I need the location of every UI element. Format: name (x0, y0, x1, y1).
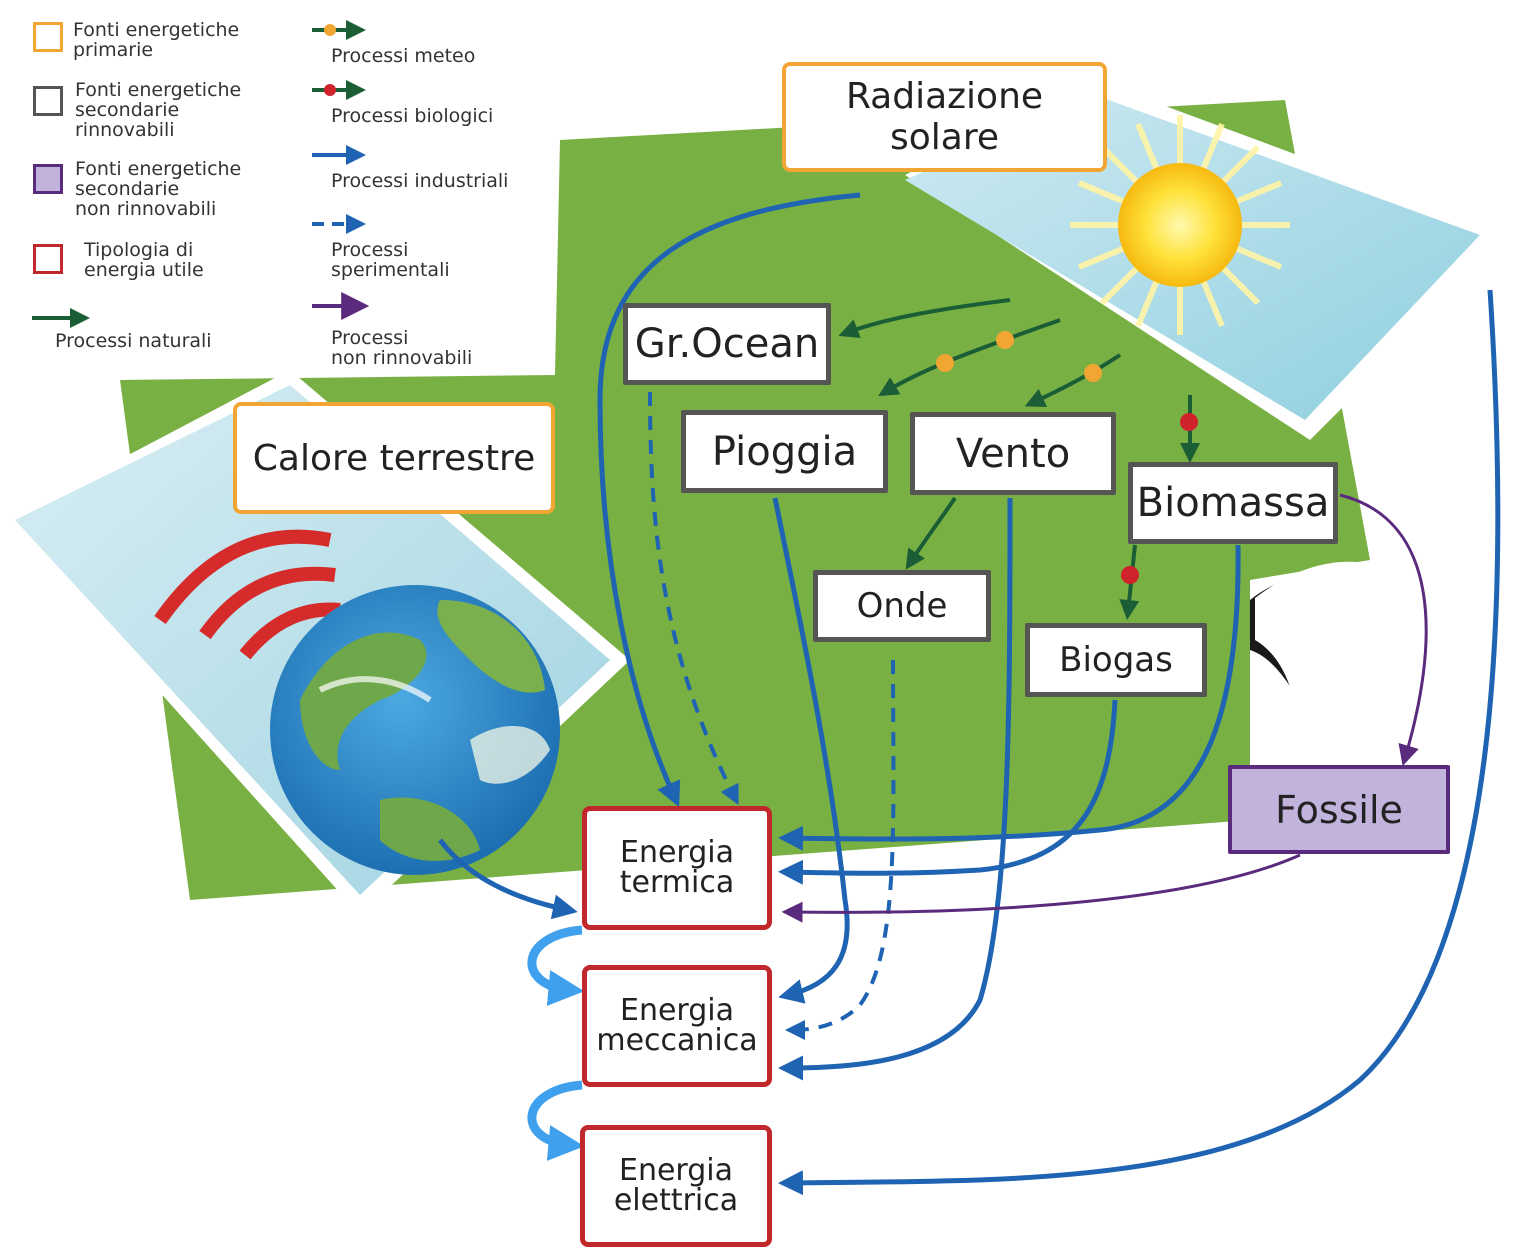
legend-label-secondary-nonrenewable: Fonti energetiche secondarie non rinnova… (75, 158, 242, 220)
globe-icon (270, 585, 560, 875)
natural-process-arrows (838, 298, 1200, 620)
legend-label-biological: Processi biologici (331, 105, 494, 127)
bio-dots (1121, 413, 1198, 584)
arrow-biogas-termica (778, 699, 1118, 885)
arrow-sun-grocean (838, 298, 1011, 339)
nonrenewable-process-arrows (781, 493, 1428, 923)
legend-arrows (32, 20, 370, 328)
arrow-onde-meccanica (785, 659, 896, 1040)
arrow-sun-pioggia (878, 318, 1061, 397)
node-fossile: Fossile (1228, 765, 1450, 854)
legend-dot-meteo (324, 24, 336, 36)
arrow-vento-onde (905, 496, 957, 570)
legend-swatch-useful (33, 244, 63, 274)
legend-swatch-secondary-nonrenewable (33, 164, 63, 194)
meteo-dots (936, 331, 1102, 382)
sun-icon (1070, 115, 1290, 335)
legend-label-nonrenewable: Processi non rinnovabili (331, 327, 473, 369)
legend-dot-bio (324, 84, 336, 96)
experimental-process-arrows (648, 391, 896, 1040)
arrow-grocean-termica (648, 391, 739, 806)
earth-card (5, 370, 630, 915)
node-pioggia: Pioggia (681, 410, 888, 493)
heat-waves-icon (154, 529, 341, 660)
legend-label-secondary-renewable: Fonti energetiche secondarie rinnovabili (75, 79, 242, 141)
page-curl-white (1255, 561, 1420, 800)
legend-label-industrial: Processi industriali (331, 170, 509, 192)
node-energia-termica: Energia termica (582, 806, 772, 930)
arrow-fossile-termica (781, 853, 1301, 923)
legend-label-natural: Processi naturali (55, 330, 212, 352)
legend-swatch-secondary-renewable (33, 86, 63, 116)
legend-label-primary: Fonti energetiche primarie (73, 19, 240, 61)
node-energia-elettrica: Energia elettrica (580, 1125, 772, 1247)
arrow-biomassa-termica (778, 544, 1241, 851)
arrow-sun-elettrica (778, 289, 1501, 1196)
node-biogas: Biogas (1025, 623, 1207, 697)
node-biomassa: Biomassa (1128, 462, 1338, 544)
arrow-meccanica-elettrica (527, 1080, 585, 1161)
arrow-calore-termica (438, 838, 578, 920)
arrow-sun-termica (597, 192, 861, 808)
legend-swatch-primary (33, 22, 63, 52)
arrow-termica-meccanica (527, 925, 585, 1006)
node-calore-terrestre: Calore terrestre (233, 402, 555, 514)
node-energia-meccanica: Energia meccanica (582, 965, 772, 1087)
legend-label-useful: Tipologia di energia utile (84, 239, 204, 281)
arrow-vento-meccanica (778, 497, 1013, 1081)
conversion-arrows (527, 925, 585, 1161)
node-radiazione-solare: Radiazione solare (782, 62, 1107, 172)
arrow-biomassa-fossile (1339, 493, 1428, 767)
node-vento: Vento (910, 412, 1116, 495)
arrow-sun-vento (1024, 353, 1122, 408)
node-onde: Onde (813, 570, 991, 642)
node-gr-ocean: Gr.Ocean (623, 303, 831, 385)
arrow-pioggia-meccanica (772, 497, 850, 1004)
legend-label-experimental: Processi sperimentali (331, 239, 450, 281)
industrial-process-arrows (438, 192, 1501, 1196)
legend-label-meteo: Processi meteo (331, 45, 476, 67)
